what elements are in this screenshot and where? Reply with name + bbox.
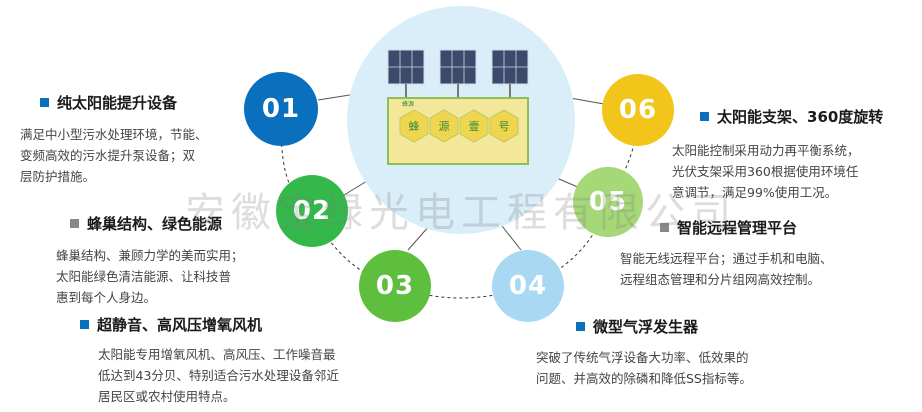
node-04: 04 bbox=[492, 250, 564, 322]
node-number: 03 bbox=[375, 271, 415, 301]
desc-line: 意调节，满足99%使用工况。 bbox=[672, 185, 838, 200]
panel-label-1: 蜂 bbox=[409, 119, 420, 133]
node-05: 05 bbox=[573, 167, 643, 237]
node-06: 06 bbox=[602, 74, 674, 146]
desc-line: 突破了传统气浮设备大功率、低效果的 bbox=[536, 350, 749, 365]
feature-3-title: 超静音、高风压增氧风机 bbox=[80, 314, 262, 335]
solar-device-illustration: 蜂 源 壹 号 蜂源 bbox=[387, 49, 529, 165]
desc-line: 层防护措施。 bbox=[20, 169, 96, 184]
bullet-square-icon bbox=[660, 223, 669, 232]
bullet-square-icon bbox=[70, 219, 79, 228]
feature-2-desc: 蜂巢结构、兼顾力学的美而实用； 太阳能绿色清洁能源、让科技普 惠到每个人身边。 bbox=[56, 245, 244, 308]
panel-label-2: 源 bbox=[439, 119, 450, 133]
node-02: 02 bbox=[276, 175, 348, 247]
feature-title-text: 超静音、高风压增氧风机 bbox=[97, 316, 263, 334]
node-03: 03 bbox=[359, 250, 431, 322]
desc-line: 惠到每个人身边。 bbox=[56, 290, 157, 305]
desc-line: 智能无线远程平台；通过手机和电脑、 bbox=[620, 251, 833, 266]
bullet-square-icon bbox=[40, 98, 49, 107]
feature-title-text: 蜂巢结构、绿色能源 bbox=[87, 215, 223, 233]
node-number: 06 bbox=[618, 95, 658, 125]
feature-4-title: 微型气浮发生器 bbox=[576, 316, 698, 337]
bullet-square-icon bbox=[576, 322, 585, 331]
desc-line: 满足中小型污水处理环境，节能、 bbox=[20, 127, 208, 142]
desc-line: 蜂巢结构、兼顾力学的美而实用； bbox=[56, 248, 244, 263]
feature-6-title: 太阳能支架、360度旋转 bbox=[700, 106, 883, 127]
bullet-square-icon bbox=[80, 320, 89, 329]
desc-line: 太阳能绿色清洁能源、让科技普 bbox=[56, 269, 232, 284]
feature-5-desc: 智能无线远程平台；通过手机和电脑、 远程组态管理和分片组网高效控制。 bbox=[620, 248, 833, 290]
company-watermark: 安徽宝绿光电工程有限公司 bbox=[185, 190, 737, 236]
feature-title-text: 智能远程管理平台 bbox=[677, 219, 798, 237]
node-number: 02 bbox=[292, 196, 332, 226]
desc-line: 光伏支架采用360根据使用环境任 bbox=[672, 164, 859, 179]
desc-line: 居民区或农村使用特点。 bbox=[98, 389, 236, 404]
desc-line: 太阳能专用增氧风机、高风压、工作噪音最 bbox=[98, 347, 336, 362]
feature-6-desc: 太阳能控制采用动力再平衡系统， 光伏支架采用360根据使用环境任 意调节，满足9… bbox=[672, 140, 860, 203]
feature-3-desc: 太阳能专用增氧风机、高风压、工作噪音最 低达到43分贝、特别适合污水处理设备邻近… bbox=[98, 344, 339, 407]
feature-5-title: 智能远程管理平台 bbox=[660, 217, 797, 238]
node-number: 01 bbox=[261, 94, 301, 124]
panel-label-3: 壹 bbox=[469, 120, 480, 133]
brand-tag: 蜂源 bbox=[402, 100, 414, 108]
feature-4-desc: 突破了传统气浮设备大功率、低效果的 问题、并高效的除磷和降低SS指标等。 bbox=[536, 347, 752, 389]
desc-line: 低达到43分贝、特别适合污水处理设备邻近 bbox=[98, 368, 339, 383]
desc-line: 远程组态管理和分片组网高效控制。 bbox=[620, 272, 821, 287]
feature-2-title: 蜂巢结构、绿色能源 bbox=[70, 213, 222, 234]
feature-title-text: 太阳能支架、360度旋转 bbox=[717, 108, 884, 126]
feature-title-text: 纯太阳能提升设备 bbox=[57, 94, 178, 112]
panel-label-4: 号 bbox=[499, 120, 510, 133]
desc-line: 问题、并高效的除磷和降低SS指标等。 bbox=[536, 371, 752, 386]
feature-1-title: 纯太阳能提升设备 bbox=[40, 92, 177, 113]
node-number: 04 bbox=[508, 271, 548, 301]
desc-line: 太阳能控制采用动力再平衡系统， bbox=[672, 143, 860, 158]
desc-line: 变频高效的污水提升泵设备；双 bbox=[20, 148, 196, 163]
feature-1-desc: 满足中小型污水处理环境，节能、 变频高效的污水提升泵设备；双 层防护措施。 bbox=[20, 124, 208, 187]
node-01: 01 bbox=[244, 72, 318, 146]
bullet-square-icon bbox=[700, 112, 709, 121]
node-number: 05 bbox=[588, 187, 628, 217]
feature-title-text: 微型气浮发生器 bbox=[593, 318, 699, 336]
